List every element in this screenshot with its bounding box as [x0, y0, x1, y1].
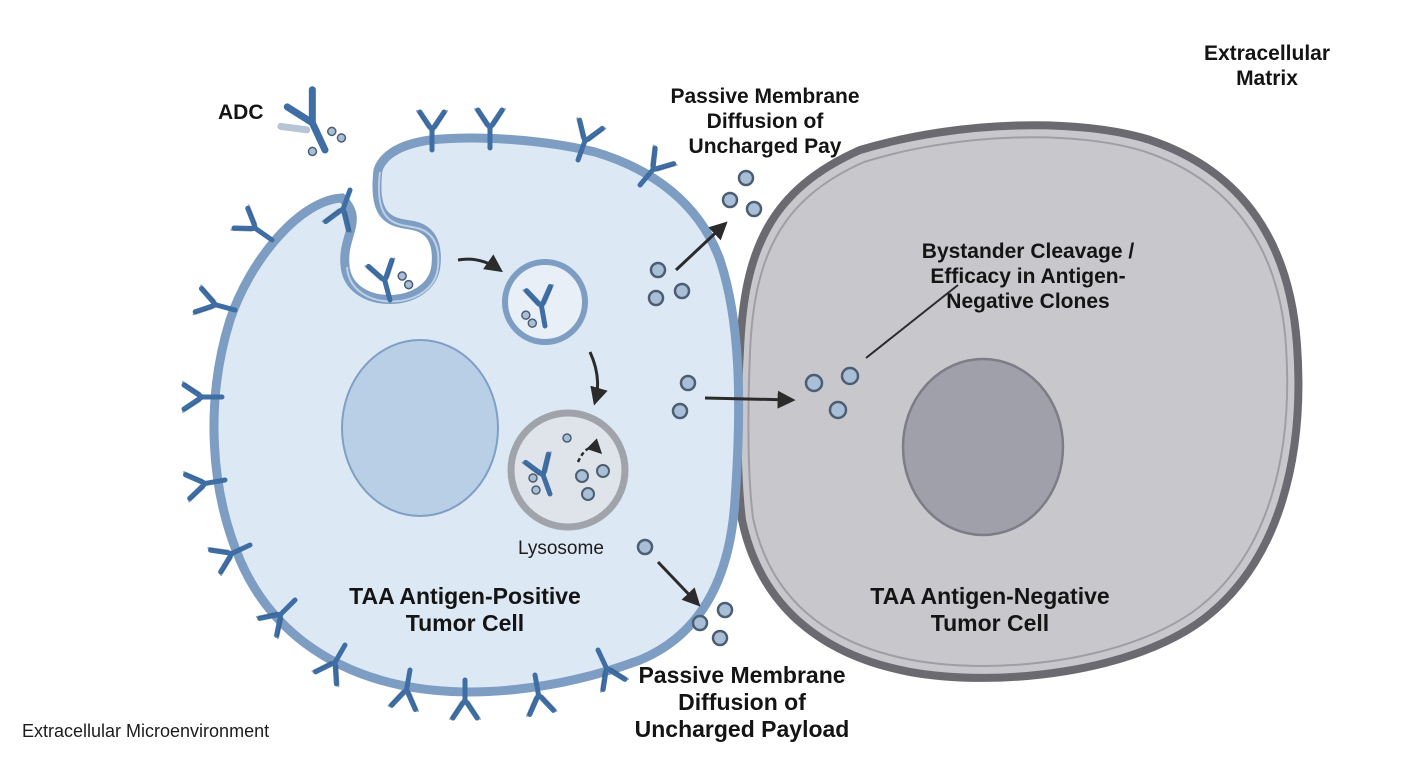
antigen-positive-nucleus [341, 339, 499, 517]
payload-lower-cluster [636, 538, 734, 647]
payload-upper-cluster [647, 169, 763, 307]
extracellular-matrix-label: Extracellular Matrix [1203, 42, 1331, 90]
bystander-leader-line [865, 284, 959, 359]
lower-diffusion-arrow [656, 560, 701, 607]
adc-label: ADC [218, 101, 264, 124]
endocytosed-adc [365, 256, 414, 304]
upper-diffusion-arrow [674, 221, 728, 272]
antigen-negative-nucleus [901, 357, 1065, 537]
passive-diffusion-bottom-label: Passive Membrane Diffusion of Uncharged … [634, 662, 850, 743]
free-adc [277, 86, 364, 231]
passive-diffusion-top-label: Passive Membrane Diffusion of Uncharged … [670, 85, 860, 158]
lysosome-label: Lysosome [518, 538, 604, 559]
internalization-arrow [457, 254, 503, 273]
payload-middle-cluster [671, 366, 860, 420]
antigen-negative-cell-label: TAA Antigen-Negative Tumor Cell [870, 583, 1110, 637]
released-payload [562, 433, 572, 443]
antigen-positive-cell-label: TAA Antigen-Positive Tumor Cell [349, 583, 581, 637]
bystander-transfer-arrow [704, 390, 796, 409]
trafficking-arrow [588, 351, 608, 406]
bystander-cleavage-label: Bystander Cleavage / Efficacy in Antigen… [921, 240, 1135, 313]
endosome-adc [518, 285, 560, 330]
extracellular-microenvironment-label: Extracellular Microenvironment [22, 721, 270, 741]
